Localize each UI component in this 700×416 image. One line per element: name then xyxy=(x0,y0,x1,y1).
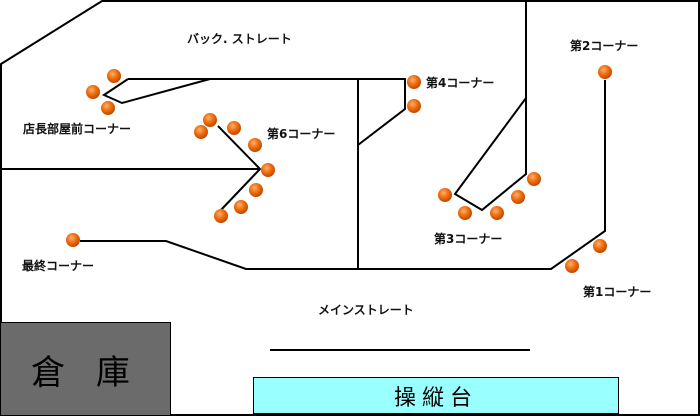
label-final-corner: 最終コーナー xyxy=(22,259,95,273)
cone-marker xyxy=(565,259,579,273)
cone-marker xyxy=(214,209,228,223)
warehouse-box: 倉 庫 xyxy=(1,322,171,416)
corner3-line xyxy=(453,1,527,212)
back-inner-line xyxy=(128,78,406,146)
cone-marker xyxy=(101,101,115,115)
label-corner2: 第2コーナー xyxy=(570,39,639,53)
cone-marker xyxy=(593,239,607,253)
cone-marker xyxy=(203,113,217,127)
main-inner-line xyxy=(80,80,606,270)
cone-marker xyxy=(194,125,208,139)
cone-marker xyxy=(227,121,241,135)
manager-corner-loop xyxy=(101,78,211,105)
cone-marker xyxy=(490,206,504,220)
cone-marker xyxy=(86,85,100,99)
label-manager-corner: 店長部屋前コーナー xyxy=(23,122,132,136)
cone-marker xyxy=(458,206,472,220)
cone-marker xyxy=(261,163,275,177)
label-corner6: 第6コーナー xyxy=(267,127,336,141)
cone-marker xyxy=(407,75,421,89)
label-back-straight: バック. ストレート xyxy=(187,32,292,46)
cone-marker xyxy=(249,183,263,197)
corner6-line xyxy=(217,125,262,212)
cone-marker xyxy=(438,188,452,202)
cone-marker xyxy=(407,99,421,113)
cone-marker xyxy=(598,65,612,79)
cone-marker xyxy=(107,69,121,83)
label-main-straight: メインストレート xyxy=(318,303,414,317)
cone-marker xyxy=(248,138,262,152)
label-corner3: 第3コーナー xyxy=(434,232,503,246)
label-corner1: 第1コーナー xyxy=(583,285,652,299)
cone-marker xyxy=(511,190,525,204)
cone-marker xyxy=(527,172,541,186)
console-box: 操縦台 xyxy=(253,377,619,414)
cone-marker xyxy=(234,200,248,214)
cone-marker xyxy=(66,233,80,247)
label-corner4: 第4コーナー xyxy=(426,76,495,90)
